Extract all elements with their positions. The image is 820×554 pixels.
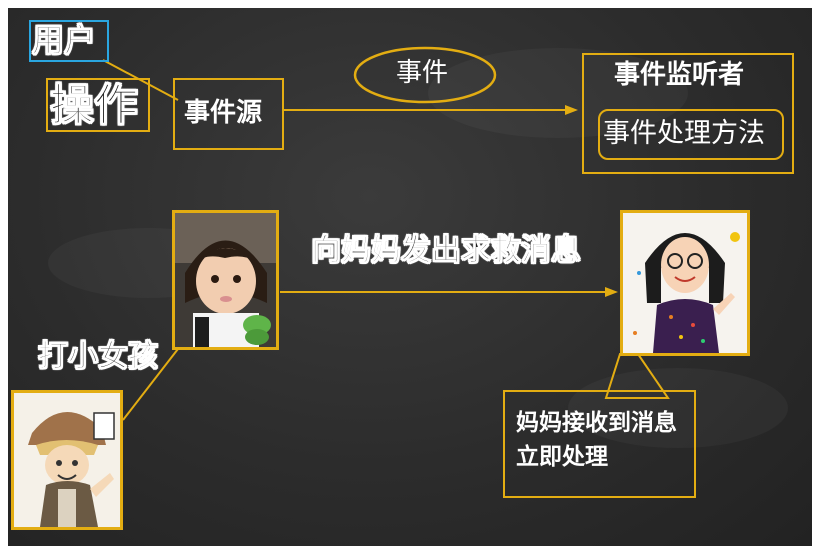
operate-label: 操作 bbox=[50, 80, 139, 131]
user-label-box bbox=[29, 20, 109, 62]
handler-method-box bbox=[598, 109, 784, 160]
mom-drawing-image bbox=[623, 213, 747, 353]
event-label: 事件 bbox=[396, 58, 449, 88]
send-help-label: 向妈妈发出求救消息 bbox=[311, 233, 582, 268]
event-ellipse bbox=[353, 46, 497, 104]
event-source-label: 事件源 bbox=[184, 98, 263, 128]
event-source-box bbox=[173, 78, 284, 150]
boy-drawing bbox=[11, 390, 123, 530]
mom-handles-label: 妈妈接收到消息立即处理 bbox=[516, 410, 677, 470]
listener-box bbox=[582, 53, 794, 174]
girl-photo bbox=[172, 210, 279, 350]
chalkboard-canvas: 用户 操作 事件源 事件 事件监听者 事件处理方法 向妈妈发出求救消息 bbox=[8, 8, 812, 546]
handler-method-label: 事件处理方法 bbox=[603, 118, 765, 149]
connector-lines bbox=[102, 46, 670, 421]
user-label: 用户 bbox=[31, 21, 97, 59]
boy-drawing-image bbox=[14, 393, 120, 527]
operate-label-box bbox=[46, 78, 150, 132]
user-to-source-line bbox=[102, 59, 179, 101]
hit-girl-label: 打小女孩 bbox=[38, 339, 159, 374]
listener-arrowhead bbox=[565, 105, 578, 115]
mom-callout-box bbox=[503, 390, 696, 498]
girl-photo-image bbox=[175, 213, 276, 347]
mom-arrowhead bbox=[605, 287, 618, 297]
boy-to-girl-line bbox=[122, 335, 189, 421]
mom-drawing bbox=[620, 210, 750, 356]
listener-title: 事件监听者 bbox=[614, 60, 745, 90]
